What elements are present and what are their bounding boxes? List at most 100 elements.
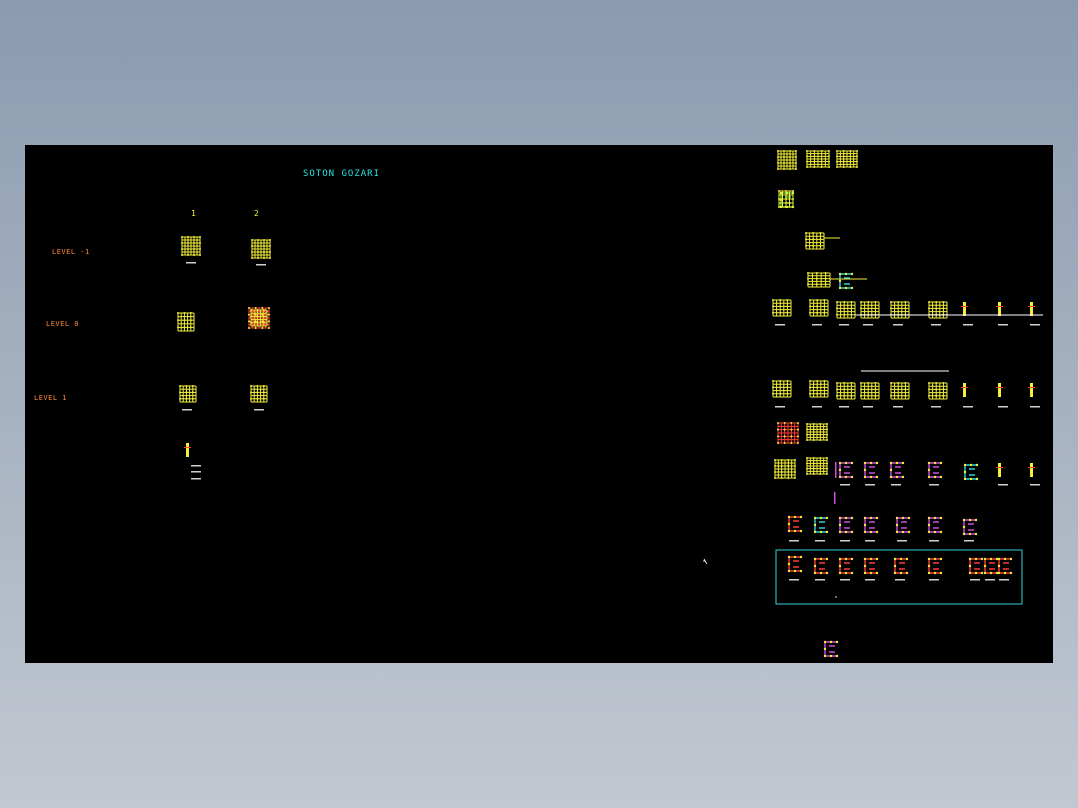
section-tag <box>191 465 201 467</box>
detail-row-b-0 <box>772 380 792 398</box>
detail-row-f-2 <box>838 557 854 575</box>
detail-row-b-bar-0 <box>963 383 966 397</box>
detail-row-a-bar-1 <box>998 302 1001 316</box>
detail-row-d-0 <box>774 459 796 479</box>
section-tag <box>897 540 907 542</box>
section-tag <box>191 478 201 480</box>
section-tag <box>815 579 825 581</box>
detail-row-d-stem <box>834 492 836 504</box>
detail-row-a-bar-0-tie <box>961 306 968 307</box>
detail-row-f-3 <box>863 557 879 575</box>
section-tag <box>863 324 873 326</box>
section-tag <box>812 324 822 326</box>
detail-row-f-6 <box>968 557 984 575</box>
detail-row-e-5 <box>927 516 943 534</box>
detail-row-d-1 <box>806 457 828 475</box>
detail-r1-c <box>836 150 858 168</box>
section-l1-col1 <box>179 385 197 403</box>
section-l1-col2 <box>250 385 268 403</box>
detail-row-a-bar-2-tie <box>1028 306 1035 307</box>
cad-drawing-canvas <box>177 150 1043 658</box>
section-tag <box>182 409 192 411</box>
section-tag <box>931 324 941 326</box>
detail-row-a-bar-0 <box>963 302 966 316</box>
detail-r4-c <box>838 272 854 290</box>
section-tag <box>999 579 1009 581</box>
level-label-1: LEVEL 1 <box>34 394 68 402</box>
detail-row-b-4 <box>890 382 910 400</box>
detail-r1-a <box>777 150 797 170</box>
grid-label-2: 2 <box>254 209 259 218</box>
section-tag <box>963 324 973 326</box>
section-tag <box>840 484 850 486</box>
detail-row-d-c-3 <box>927 461 943 479</box>
detail-row-d-cy-0 <box>963 463 979 481</box>
detail-c-green-bars <box>778 190 794 208</box>
detail-row-d-bar-1 <box>1030 463 1033 477</box>
cursor-dot <box>703 560 705 562</box>
section-tag <box>1030 484 1040 486</box>
detail-row-b-5 <box>928 382 948 400</box>
detail-row-c-1 <box>806 423 828 441</box>
section-tag <box>893 406 903 408</box>
section-l0-col1 <box>177 312 195 332</box>
detail-row-d-bar-0 <box>998 463 1001 477</box>
section-tag <box>863 406 873 408</box>
detail-row-e-3 <box>863 516 879 534</box>
detail-row-f-1 <box>813 557 829 575</box>
detail-row-e-1 <box>813 516 829 534</box>
section-tag <box>985 579 995 581</box>
detail-row-b-1 <box>809 380 829 398</box>
section-small-bar <box>186 443 189 457</box>
section-tag <box>891 484 901 486</box>
section-tag <box>789 540 799 542</box>
section-tag <box>191 471 201 473</box>
detail-r1-b <box>806 150 830 168</box>
section-tag <box>963 406 973 408</box>
detail-row-d-c-0 <box>838 461 854 479</box>
section-l-1-col2 <box>251 239 271 259</box>
detail-c-green <box>779 191 795 209</box>
section-tag <box>256 264 266 266</box>
section-tag <box>931 406 941 408</box>
detail-row-e-0 <box>787 515 803 533</box>
detail-row-d-c-1 <box>863 461 879 479</box>
section-tag <box>812 406 822 408</box>
detail-row-b-bar-2 <box>1030 383 1033 397</box>
detail-row-d-bar-1-tie <box>1028 467 1035 468</box>
detail-row-f-0 <box>787 555 803 573</box>
section-tag <box>893 324 903 326</box>
section-tag <box>775 324 785 326</box>
detail-row-e-2 <box>838 516 854 534</box>
detail-row-b-3 <box>860 382 880 400</box>
cad-model-space[interactable]: SOTON GOZARI 1 2 LEVEL -1 LEVEL 0 LEVEL … <box>25 145 1053 663</box>
section-tag <box>964 540 974 542</box>
cursor-mark <box>703 558 708 565</box>
section-tag <box>1030 324 1040 326</box>
section-l0-col2 <box>250 309 268 327</box>
section-tag <box>840 540 850 542</box>
section-tag <box>998 406 1008 408</box>
section-l0-col2-outline <box>248 307 270 329</box>
detail-row-e-4 <box>895 516 911 534</box>
section-tag <box>929 484 939 486</box>
detail-row-e-6 <box>962 518 978 536</box>
drawing-title: SOTON GOZARI <box>303 169 381 179</box>
detail-row-b-bar-1-tie <box>996 387 1003 388</box>
section-tag <box>865 484 875 486</box>
detail-row-a-1 <box>809 299 829 317</box>
detail-row-b-bar-0-tie <box>961 387 968 388</box>
detail-row-f-4 <box>893 557 909 575</box>
detail-row-f-7 <box>983 557 999 575</box>
frame-dot <box>835 596 837 598</box>
section-tag <box>865 579 875 581</box>
detail-row-f-8 <box>997 557 1013 575</box>
section-tag <box>186 262 196 264</box>
detail-row-d-bar-0-tie <box>996 467 1003 468</box>
section-tag <box>254 409 264 411</box>
section-tag <box>998 484 1008 486</box>
section-tag <box>895 579 905 581</box>
section-tag <box>970 579 980 581</box>
level-label-0: LEVEL 0 <box>46 320 80 328</box>
selection-frame <box>775 549 1023 605</box>
